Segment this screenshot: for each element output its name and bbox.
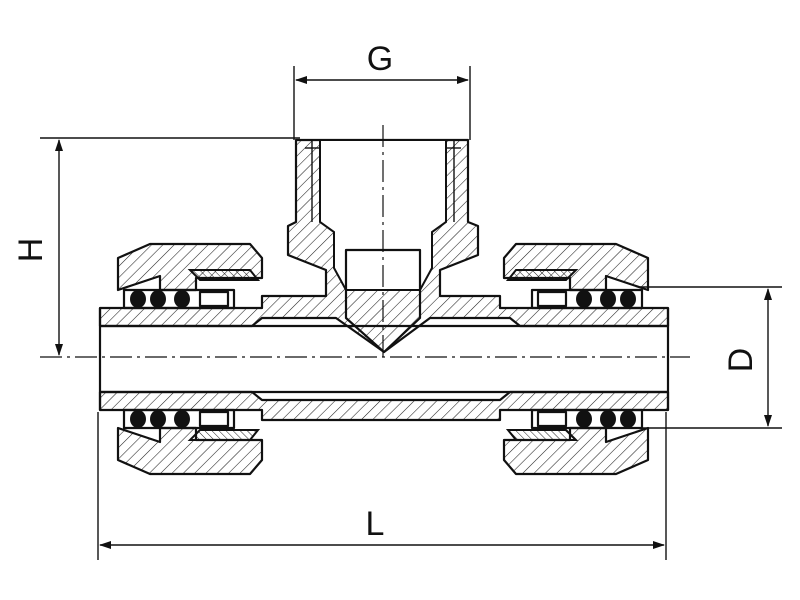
right-union-nut (502, 242, 650, 476)
left-union-nut (116, 242, 264, 476)
dimension-d-label: D (722, 348, 760, 373)
drill-point (344, 248, 422, 354)
internal-thread (305, 140, 461, 222)
dimension-d: D (640, 286, 782, 429)
dimension-l: L (97, 412, 667, 560)
dimension-h: H (12, 137, 300, 356)
left-o-rings (130, 290, 230, 428)
fitting-body (98, 138, 670, 422)
dimension-g-label: G (367, 40, 393, 78)
dimension-h-label: H (12, 238, 50, 263)
right-o-rings (536, 290, 636, 428)
dimension-g: G (293, 40, 471, 140)
dimension-l-label: L (366, 505, 385, 543)
